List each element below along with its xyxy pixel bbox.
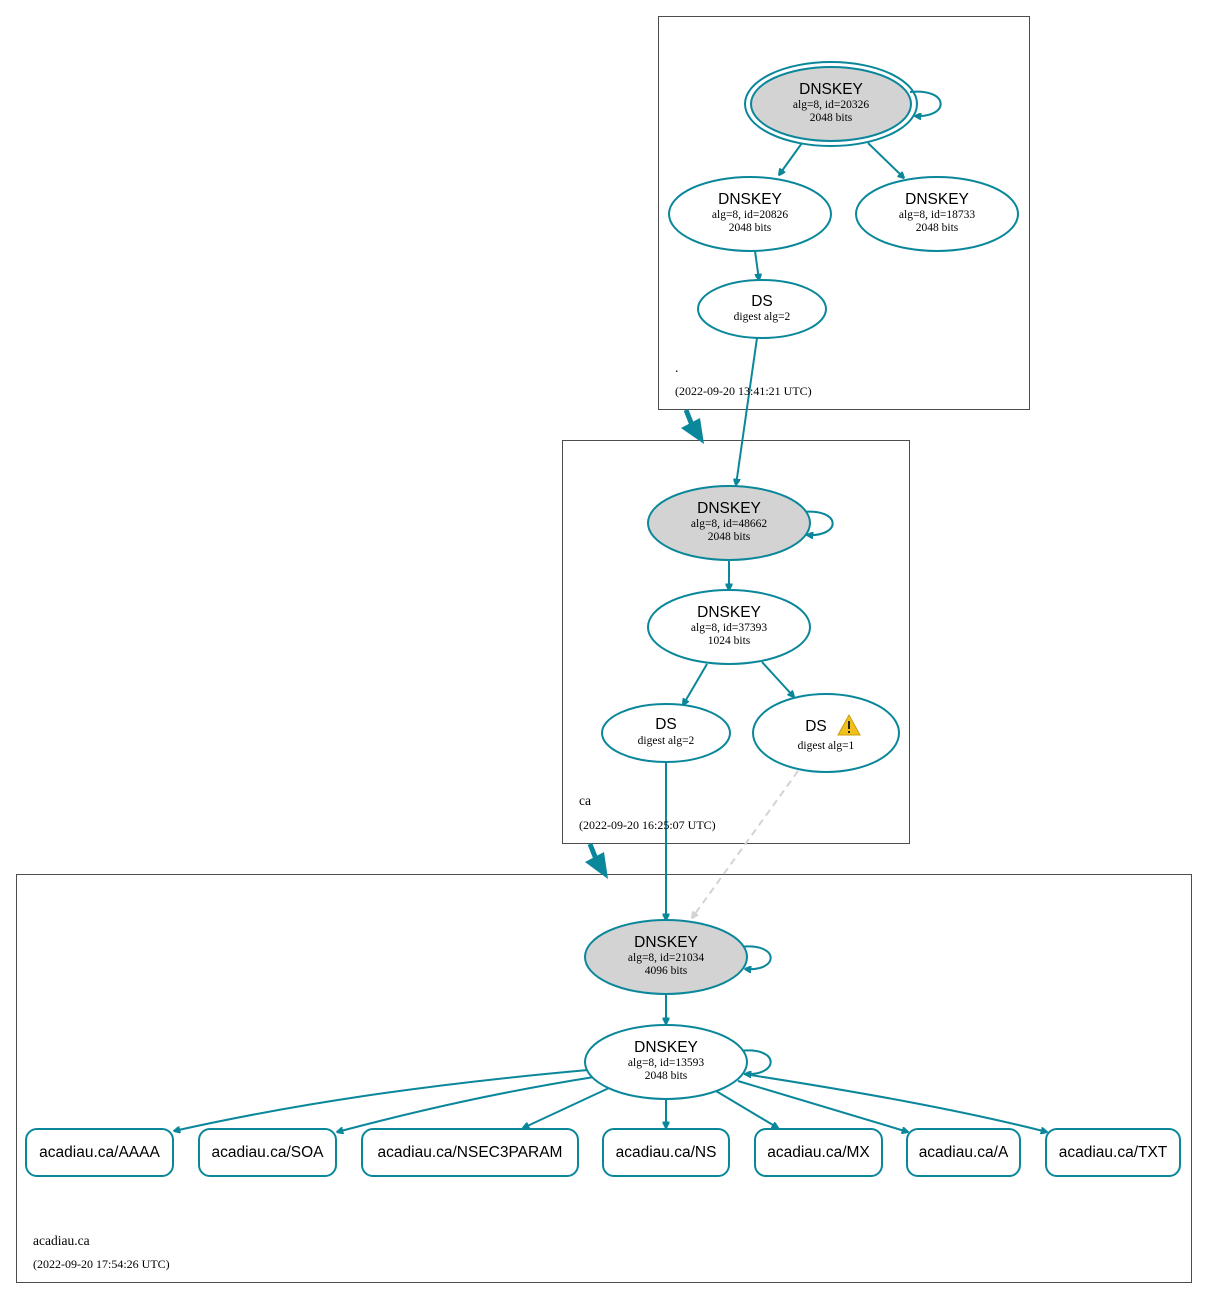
root-zsk-line1: alg=8, id=20826 [712,209,788,221]
edge-root-ksk-zsk2 [867,142,904,178]
edge-zsk-mx [715,1090,778,1128]
edge-zsk-txt [743,1073,1047,1132]
ca-ds2-title: DS [655,716,677,733]
ca-zsk-node[interactable]: DNSKEY alg=8, id=37393 1024 bits [647,589,811,665]
rrset-mx-node[interactable]: acadiau.ca/MX [754,1128,883,1177]
edge-ca-zsk-ds1 [761,661,794,697]
acadiau-ksk-title: DNSKEY [634,934,698,951]
edge-ca-ksk-self [801,510,834,535]
edge-root-zsk-ds [754,250,759,280]
edge-ca-zsk-ds2 [683,663,708,705]
rrset-aaaa-label: acadiau.ca/AAAA [39,1144,160,1161]
root-ksk-line2: 2048 bits [810,112,853,124]
rrset-a-label: acadiau.ca/A [919,1144,1009,1161]
acadiau-ksk-line1: alg=8, id=21034 [628,952,704,964]
rrset-a-node[interactable]: acadiau.ca/A [906,1128,1021,1177]
root-ksk-title: DNSKEY [799,81,863,98]
rrset-soa-label: acadiau.ca/SOA [211,1144,324,1161]
ca-ksk-line1: alg=8, id=48662 [691,518,767,530]
edge-acadiau-zsk-self [739,1049,772,1074]
rrset-txt-label: acadiau.ca/TXT [1059,1144,1168,1161]
rrset-ns-label: acadiau.ca/NS [616,1144,717,1161]
rrset-ns-node[interactable]: acadiau.ca/NS [602,1128,730,1177]
acadiau-ksk-line2: 4096 bits [645,965,688,977]
edge-zsk-a [737,1080,908,1132]
edge-zsk-aaaa [174,1069,589,1131]
ca-ds1-line1: digest alg=1 [798,740,855,752]
delegation-arrow-root-ca [681,409,704,444]
ca-ksk-line2: 2048 bits [708,531,751,543]
root-ksk-line1: alg=8, id=20326 [793,99,869,111]
rrset-txt-node[interactable]: acadiau.ca/TXT [1045,1128,1181,1177]
acadiau-zsk-line2: 2048 bits [645,1070,688,1082]
warning-icon [837,713,861,736]
root-zsk2-title: DNSKEY [905,191,969,208]
root-zsk2-line1: alg=8, id=18733 [899,209,975,221]
ca-ksk-node[interactable]: DNSKEY alg=8, id=48662 2048 bits [647,485,811,561]
root-zsk-node[interactable]: DNSKEY alg=8, id=20826 2048 bits [668,176,832,252]
zone-acadiau-timestamp: (2022-09-20 17:54:26 UTC) [33,1257,170,1271]
edge-root-ksk-self [909,90,942,116]
acadiau-zsk-node[interactable]: DNSKEY alg=8, id=13593 2048 bits [584,1024,748,1100]
ca-ds2-line1: digest alg=2 [638,735,695,747]
root-zsk2-line2: 2048 bits [916,222,959,234]
zone-root-timestamp: (2022-09-20 13:41:21 UTC) [675,384,812,398]
edge-root-ds-ca-ksk [736,337,758,485]
acadiau-ksk-node[interactable]: DNSKEY alg=8, id=21034 4096 bits [584,919,748,995]
rrset-soa-node[interactable]: acadiau.ca/SOA [198,1128,337,1177]
rrset-nsec3param-label: acadiau.ca/NSEC3PARAM [378,1144,563,1161]
root-zsk-line2: 2048 bits [729,222,772,234]
ca-ds1-node[interactable]: DS digest alg=1 [752,693,900,773]
root-ds-line1: digest alg=2 [734,311,791,323]
acadiau-zsk-title: DNSKEY [634,1039,698,1056]
ca-zsk-line1: alg=8, id=37393 [691,622,767,634]
edge-zsk-soa [337,1076,595,1132]
edge-ca-ds1-acadiau-ksk [692,770,799,918]
zone-ca-timestamp: (2022-09-20 16:25:07 UTC) [579,818,716,832]
delegation-arrow-ca-acadiau [585,843,608,879]
rrset-mx-label: acadiau.ca/MX [767,1144,870,1161]
acadiau-zsk-line1: alg=8, id=13593 [628,1057,704,1069]
ca-zsk-line2: 1024 bits [708,635,751,647]
zone-root-name: . [675,360,678,375]
ca-ds1-title: DS [805,718,827,735]
root-ds-title: DS [751,293,773,310]
ca-zsk-title: DNSKEY [697,604,761,621]
rrset-aaaa-node[interactable]: acadiau.ca/AAAA [25,1128,174,1177]
root-ksk-node[interactable]: DNSKEY alg=8, id=20326 2048 bits [744,61,918,147]
ca-ksk-title: DNSKEY [697,500,761,517]
ca-ds2-node[interactable]: DS digest alg=2 [601,703,731,763]
root-zsk-title: DNSKEY [718,191,782,208]
root-zsk2-node[interactable]: DNSKEY alg=8, id=18733 2048 bits [855,176,1019,252]
edge-acadiau-ksk-self [739,945,772,969]
edge-root-ksk-zsk [779,142,803,175]
edge-zsk-nsec3param [523,1087,610,1128]
rrset-nsec3param-node[interactable]: acadiau.ca/NSEC3PARAM [361,1128,579,1177]
zone-acadiau-name: acadiau.ca [33,1233,90,1248]
root-ds-node[interactable]: DS digest alg=2 [697,279,827,339]
zone-ca-name: ca [579,793,591,808]
